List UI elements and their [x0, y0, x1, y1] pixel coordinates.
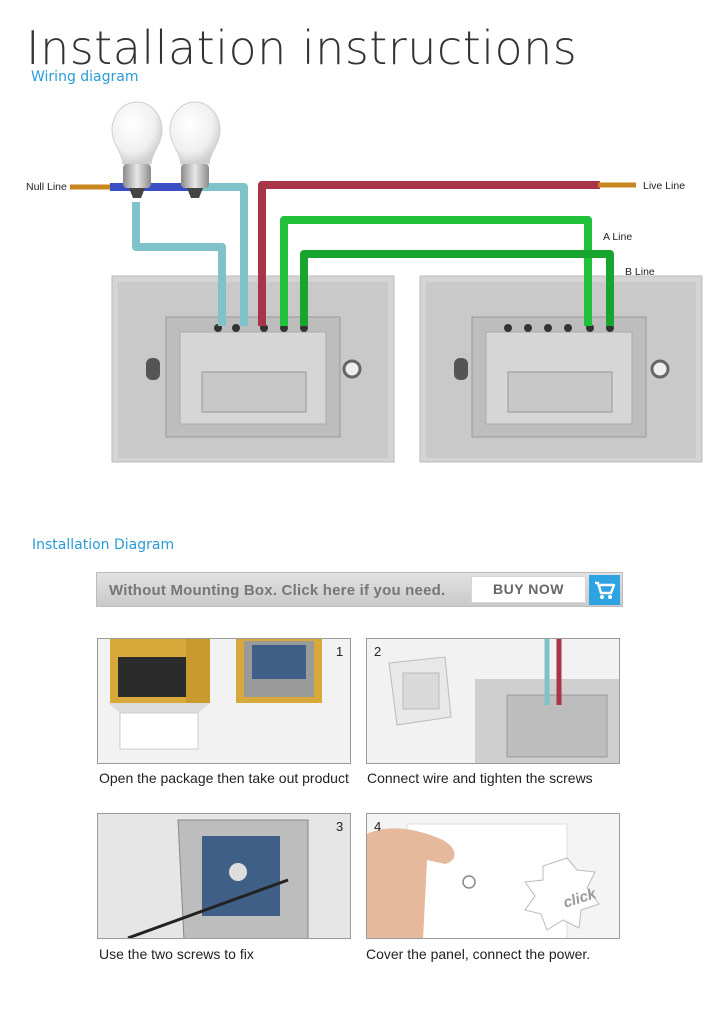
step-4-panel: 4 click — [366, 813, 620, 939]
step-number: 2 — [374, 644, 382, 659]
step-1-panel: 1 — [97, 638, 351, 764]
step-1-caption: Open the package then take out product — [99, 770, 349, 786]
step-2-illustration — [367, 639, 619, 763]
banner-text: Without Mounting Box. Click here if you … — [109, 582, 446, 599]
light-bulb-icon — [111, 101, 163, 198]
step-2-caption: Connect wire and tighten the screws — [367, 770, 593, 786]
mounting-box-banner[interactable]: Without Mounting Box. Click here if you … — [96, 572, 623, 607]
installation-diagram-label: Installation Diagram — [32, 537, 175, 553]
switch-plate-left — [111, 275, 395, 463]
a-line-label: A Line — [603, 231, 632, 243]
step-4-caption: Cover the panel, connect the power. — [366, 946, 591, 962]
a-line-wire — [280, 216, 592, 326]
cart-button[interactable] — [589, 575, 620, 605]
wiring-diagram-label: Wiring diagram — [31, 69, 139, 85]
light-bulb-icon — [169, 101, 221, 198]
step-number: 1 — [336, 644, 344, 659]
lamp-wire-2 — [196, 183, 248, 326]
step-3-illustration — [98, 814, 350, 938]
step-3-caption: Use the two screws to fix — [99, 946, 254, 962]
b-line-wire — [300, 250, 614, 326]
buy-now-button[interactable]: BUY NOW — [471, 576, 586, 603]
null-line-label: Null Line — [26, 181, 67, 193]
wiring-diagram: Null Line Live Line A Line B Line — [26, 101, 703, 463]
lamp-wire-1 — [132, 202, 226, 326]
step-number: 3 — [336, 819, 344, 834]
b-line-label: B Line — [625, 266, 655, 278]
step-3-panel: 3 — [97, 813, 351, 939]
live-line-label: Live Line — [643, 180, 685, 192]
step-4-illustration — [367, 814, 619, 938]
step-number: 4 — [374, 819, 382, 834]
switch-plate-right — [419, 275, 703, 463]
step-1-illustration — [98, 639, 350, 763]
live-wire — [258, 181, 600, 326]
step-2-panel: 2 — [366, 638, 620, 764]
shopping-cart-icon — [595, 581, 616, 599]
page-title: Installation instructions — [26, 21, 578, 75]
